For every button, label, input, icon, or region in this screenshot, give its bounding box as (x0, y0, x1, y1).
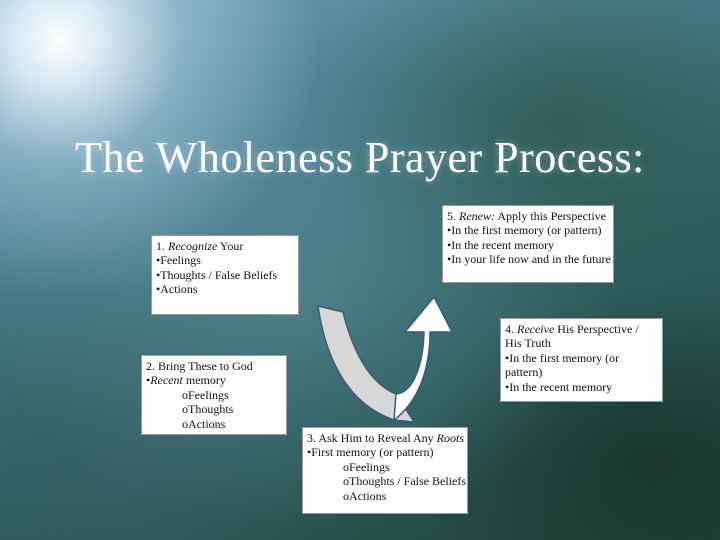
step-recognize-box: 1. Recognize Your •Feelings •Thoughts / … (151, 235, 299, 315)
page-title: The Wholeness Prayer Process: (75, 133, 645, 182)
list-item: •First memory (or pattern) (307, 445, 434, 460)
sub-list-item: oFeelings (343, 459, 390, 474)
sub-list-item: oActions (343, 488, 387, 503)
step-renew-box: 5. Renew: Apply this Perspective •In the… (442, 205, 614, 283)
step-renew-heading: 5. Renew: Apply this Perspective (447, 209, 606, 223)
step-bring-heading: 2. Bring These to God (146, 359, 253, 373)
list-item: •Thoughts / False Beliefs (156, 267, 278, 282)
list-item: •In your life now and in the future (447, 252, 611, 267)
list-item: •Recent memory (146, 373, 226, 388)
step-receive-heading: 4. Receive His Perspective / His Truth (505, 322, 639, 351)
list-item: •In the recent memory (447, 237, 555, 252)
sub-list-item: oThoughts / False Beliefs (343, 474, 466, 489)
list-item: •Feelings (156, 253, 201, 268)
list-item: •In the first memory (or pattern) (505, 350, 620, 380)
sub-list-item: oActions (182, 416, 226, 431)
sub-list-item: oFeelings (182, 387, 229, 402)
list-item: •Actions (156, 282, 198, 297)
step-recognize-heading: 1. Recognize Your (156, 239, 244, 253)
list-item: •In the first memory (or pattern) (447, 223, 602, 238)
list-item: •In the recent memory (505, 379, 613, 394)
sub-list-item: oThoughts (182, 402, 234, 417)
step-bring-box: 2. Bring These to God •Recent memory oFe… (141, 355, 287, 435)
up-arrow-icon (393, 295, 454, 422)
step-ask-box: 3. Ask Him to Reveal Any Roots •First me… (302, 427, 468, 514)
step-ask-heading: 3. Ask Him to Reveal Any Roots (307, 431, 465, 445)
down-arrow-icon (317, 305, 416, 423)
step-receive-box: 4. Receive His Perspective / His Truth •… (500, 318, 663, 402)
